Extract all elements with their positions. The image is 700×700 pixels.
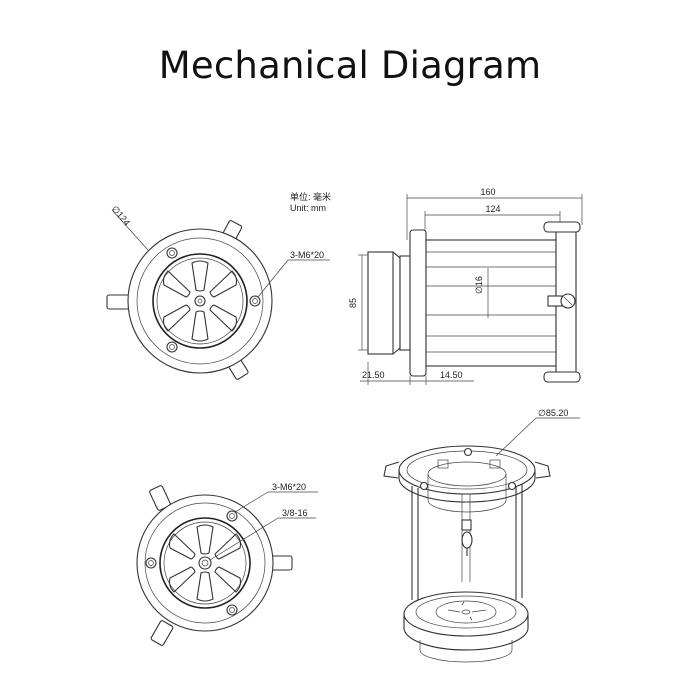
body-length: 124: [485, 204, 500, 214]
front-view-top: ∅124 3-M6*20: [106, 204, 330, 380]
side-view: 160 124 ∅16 85: [348, 187, 583, 385]
right-offset: 14.50: [440, 370, 463, 380]
screw-callout: 3-M6*20: [272, 482, 306, 492]
iso-view: ∅85.20: [383, 408, 580, 663]
screw-hole: [166, 341, 178, 353]
diameter-label: ∅85.20: [538, 408, 568, 418]
screw-hole: [145, 557, 157, 569]
page-title: Mechanical Diagram: [158, 44, 542, 87]
screw-hole: [166, 247, 178, 259]
center-hole-label: ∅16: [474, 276, 484, 294]
thread-callout: 3/8-16: [282, 508, 308, 518]
left-offset: 21.50: [362, 370, 385, 380]
diameter-label: ∅124: [110, 204, 132, 228]
handle-bottom-left: [150, 620, 174, 646]
units-cn: 单位: 毫米: [290, 191, 331, 202]
screw-hole: [226, 604, 238, 616]
handle-left: [106, 294, 132, 310]
front-view-bottom: 3-M6*20 3/8-16: [136, 482, 318, 646]
screw-hole: [226, 510, 238, 522]
screw-callout: 3-M6*20: [290, 250, 324, 260]
screw-hole: [249, 295, 261, 307]
height-label: 85: [348, 298, 358, 308]
units-en: Unit: mm: [290, 203, 326, 213]
overall-length: 160: [480, 187, 495, 197]
